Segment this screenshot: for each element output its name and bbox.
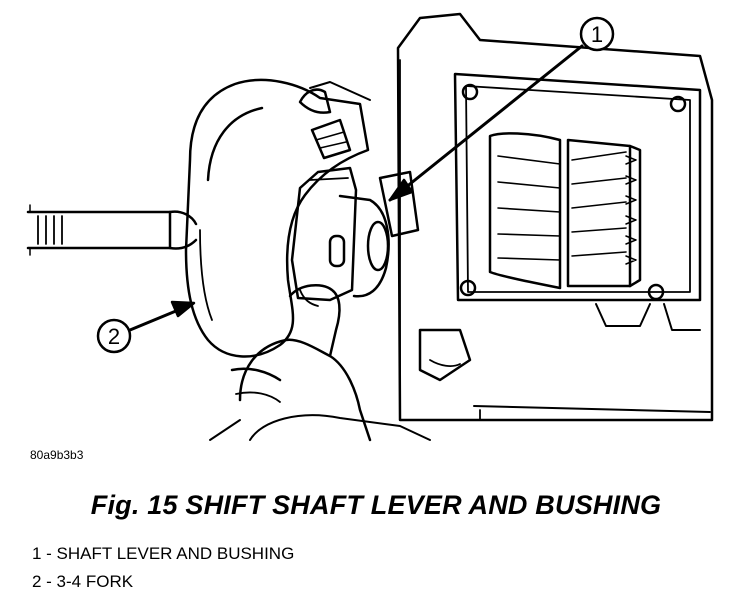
fork-housing bbox=[184, 78, 371, 358]
output-shaft bbox=[26, 204, 198, 256]
legend-item-2: 2 - 3-4 FORK bbox=[32, 572, 134, 591]
callout-1: 1 bbox=[388, 16, 615, 202]
callout-2-number: 2 bbox=[108, 324, 120, 349]
legend: 1 - SHAFT LEVER AND BUSHING 2 - 3-4 FORK bbox=[32, 540, 294, 596]
figure-code: 80a9b3b3 bbox=[30, 448, 84, 462]
callout-2: 2 bbox=[96, 300, 196, 354]
technician-hand bbox=[209, 283, 431, 442]
shaft-lever bbox=[290, 118, 420, 302]
technical-illustration: 1 2 bbox=[26, 12, 714, 442]
figure-caption: Fig. 15 SHIFT SHAFT LEVER AND BUSHING bbox=[90, 490, 662, 520]
legend-item-1: 1 - SHAFT LEVER AND BUSHING bbox=[32, 544, 295, 563]
callout-1-number: 1 bbox=[591, 22, 603, 47]
gear-cluster bbox=[488, 132, 642, 290]
transmission-case bbox=[396, 12, 714, 422]
